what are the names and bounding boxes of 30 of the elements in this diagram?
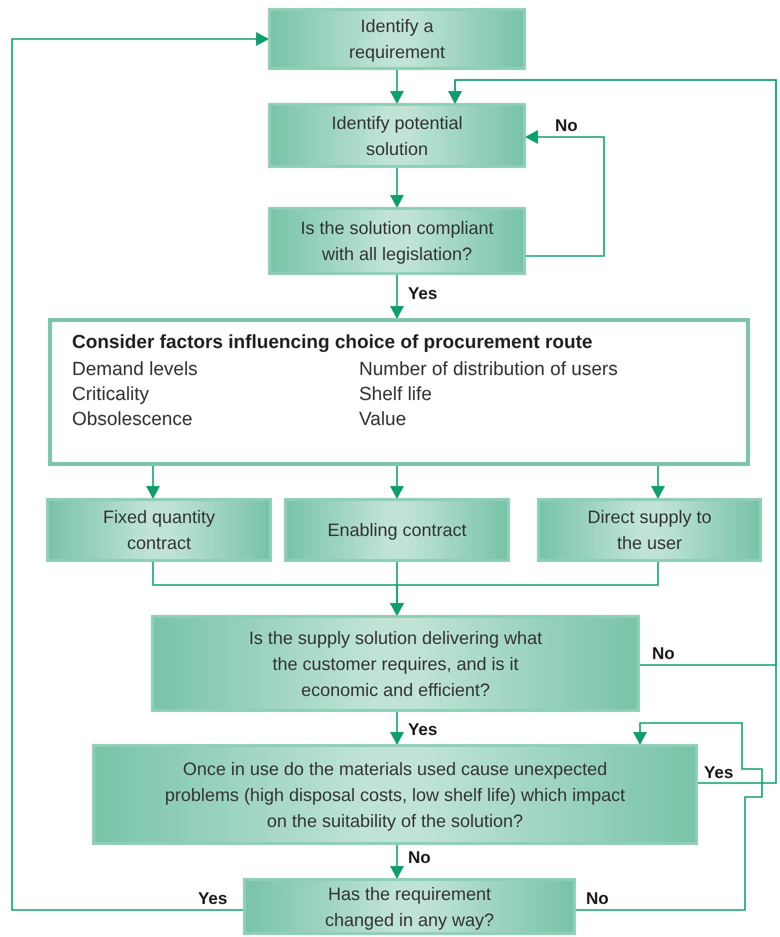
- process-box: Fixed quantity contract: [46, 498, 272, 562]
- arrow: [390, 168, 404, 208]
- arrow: [390, 845, 404, 879]
- process-box: Is the solution compliant with all legislation?: [268, 207, 526, 275]
- process-box: Identify a requirement: [268, 8, 526, 70]
- arrow: [390, 466, 404, 499]
- arrow: [390, 712, 404, 745]
- process-box: Direct supply to the user: [537, 498, 762, 562]
- arrow: [11, 32, 269, 911]
- process-box: Identify potential solution: [268, 103, 526, 168]
- arrow: [525, 130, 605, 257]
- process-box: Has the requirement changed in any way?: [243, 878, 576, 935]
- arrow: [390, 562, 659, 616]
- process-box: Enabling contract: [284, 498, 510, 562]
- factor-text: Number of distribution of users: [359, 358, 619, 382]
- arrow: [146, 466, 160, 499]
- factor-text: Criticality: [72, 383, 150, 407]
- factor-text: Obsolescence: [72, 408, 194, 432]
- arrow: [448, 79, 777, 784]
- process-box: Once in use do the materials used cause unexpected problems (high disposal costs, low shelf life) which impact on the suitability of the solution?: [92, 744, 698, 845]
- arrow: [576, 722, 763, 911]
- arrow: [651, 466, 665, 499]
- factor-text: Shelf life: [359, 383, 433, 407]
- factors-panel: [48, 318, 750, 466]
- factor-text: Value: [359, 408, 408, 432]
- arrow: [390, 70, 404, 104]
- factor-text: Demand levels: [72, 358, 199, 382]
- panel-heading: Consider factors influencing choice of procurement route: [72, 332, 594, 355]
- process-box: Is the supply solution delivering what the customer requires, and is it economic and efficient?: [151, 615, 640, 712]
- arrow: [390, 275, 404, 319]
